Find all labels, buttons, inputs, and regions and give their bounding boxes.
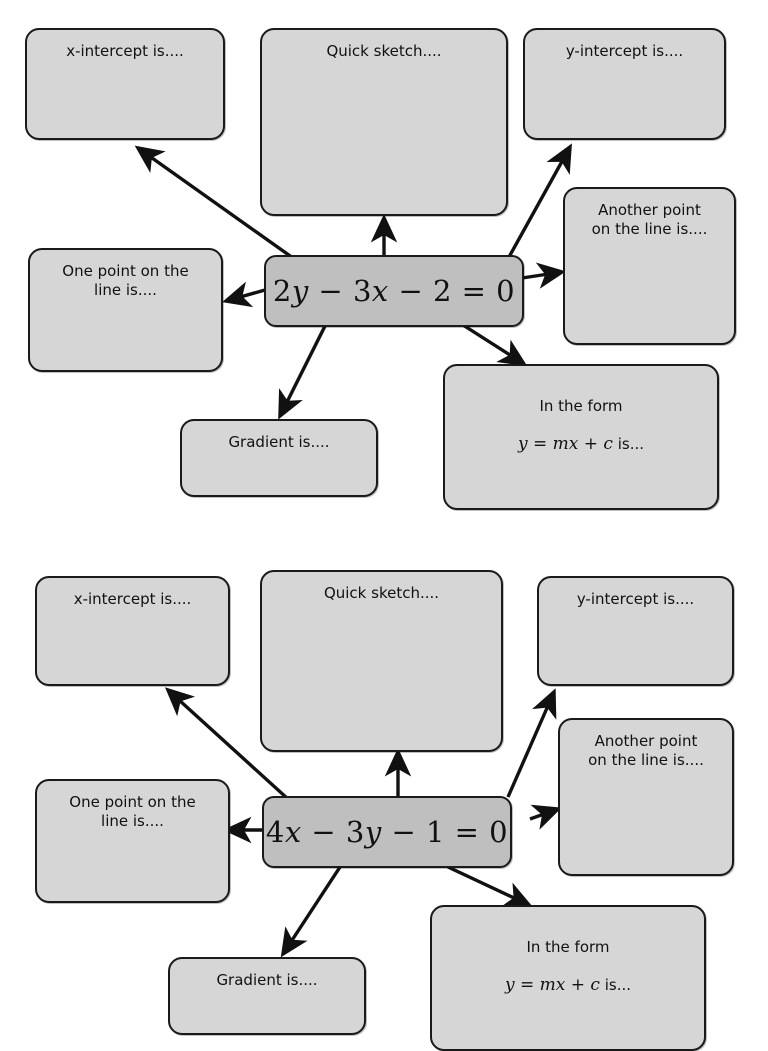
node-label: Gradient is.... xyxy=(228,433,330,451)
in-the-form-line1: In the form xyxy=(539,396,623,415)
node-label: Quick sketch.... xyxy=(323,584,440,602)
node-gradient[interactable]: Gradient is.... xyxy=(180,419,378,497)
node-quick-sketch[interactable]: Quick sketch.... xyxy=(260,570,503,752)
edge-center-to-in-the-form xyxy=(447,865,533,907)
edge-center-to-y-intercept xyxy=(506,688,557,798)
edge-center-to-y-intercept xyxy=(507,143,572,258)
node-label: Quick sketch.... xyxy=(326,42,442,60)
node-x-intercept[interactable]: x-intercept is.... xyxy=(35,576,230,686)
equation-text: 2y − 3x − 2 = 0 xyxy=(272,273,516,308)
node-label: x-intercept is.... xyxy=(66,42,184,60)
in-the-form-line2: y = mx + c is... xyxy=(518,434,644,455)
edge-center-to-another-point xyxy=(521,262,567,289)
node-y-intercept[interactable]: y-intercept is.... xyxy=(537,576,734,686)
concept-map-diagram-1: x-intercept is.... Quick sketch.... y-in… xyxy=(25,28,736,510)
node-label: One point on the line is.... xyxy=(69,793,196,830)
node-quick-sketch[interactable]: Quick sketch.... xyxy=(260,28,508,216)
node-center-equation[interactable]: 2y − 3x − 2 = 0 xyxy=(264,255,524,327)
equation-text: 4x − 3y − 1 = 0 xyxy=(265,814,509,849)
node-x-intercept[interactable]: x-intercept is.... xyxy=(25,28,225,140)
node-label: y-intercept is.... xyxy=(576,590,695,608)
node-in-the-form[interactable]: In the form y = mx + c is... xyxy=(443,364,719,510)
node-label: In the form y = mx + c is... xyxy=(445,378,717,456)
node-center-equation[interactable]: 4x − 3y − 1 = 0 xyxy=(262,796,512,868)
edge-center-to-gradient xyxy=(280,866,342,958)
in-the-form-line1: In the form xyxy=(526,937,610,956)
node-another-point[interactable]: Another point on the line is.... xyxy=(563,187,736,345)
node-label: Another point on the line is.... xyxy=(588,732,704,769)
in-the-form-line2: y = mx + c is... xyxy=(505,975,631,996)
concept-map-diagram-2: x-intercept is.... Quick sketch.... y-in… xyxy=(0,530,768,1051)
node-label: Another point on the line is.... xyxy=(591,201,708,238)
node-label: x-intercept is.... xyxy=(73,590,192,608)
node-one-point[interactable]: One point on the line is.... xyxy=(28,248,223,372)
node-gradient[interactable]: Gradient is.... xyxy=(168,957,366,1035)
node-label: In the form y = mx + c is... xyxy=(432,919,704,997)
edge-center-to-gradient xyxy=(278,325,327,420)
node-another-point[interactable]: Another point on the line is.... xyxy=(558,718,734,876)
node-one-point[interactable]: One point on the line is.... xyxy=(35,779,230,903)
edge-center-to-one-point xyxy=(222,281,266,308)
node-y-intercept[interactable]: y-intercept is.... xyxy=(523,28,726,140)
node-label: One point on the line is.... xyxy=(62,262,189,299)
node-label: y-intercept is.... xyxy=(565,42,684,60)
edge-center-to-in-the-form xyxy=(462,323,528,367)
node-in-the-form[interactable]: In the form y = mx + c is... xyxy=(430,905,706,1051)
edge-center-to-another-point xyxy=(529,804,562,830)
node-label: Gradient is.... xyxy=(216,971,318,989)
